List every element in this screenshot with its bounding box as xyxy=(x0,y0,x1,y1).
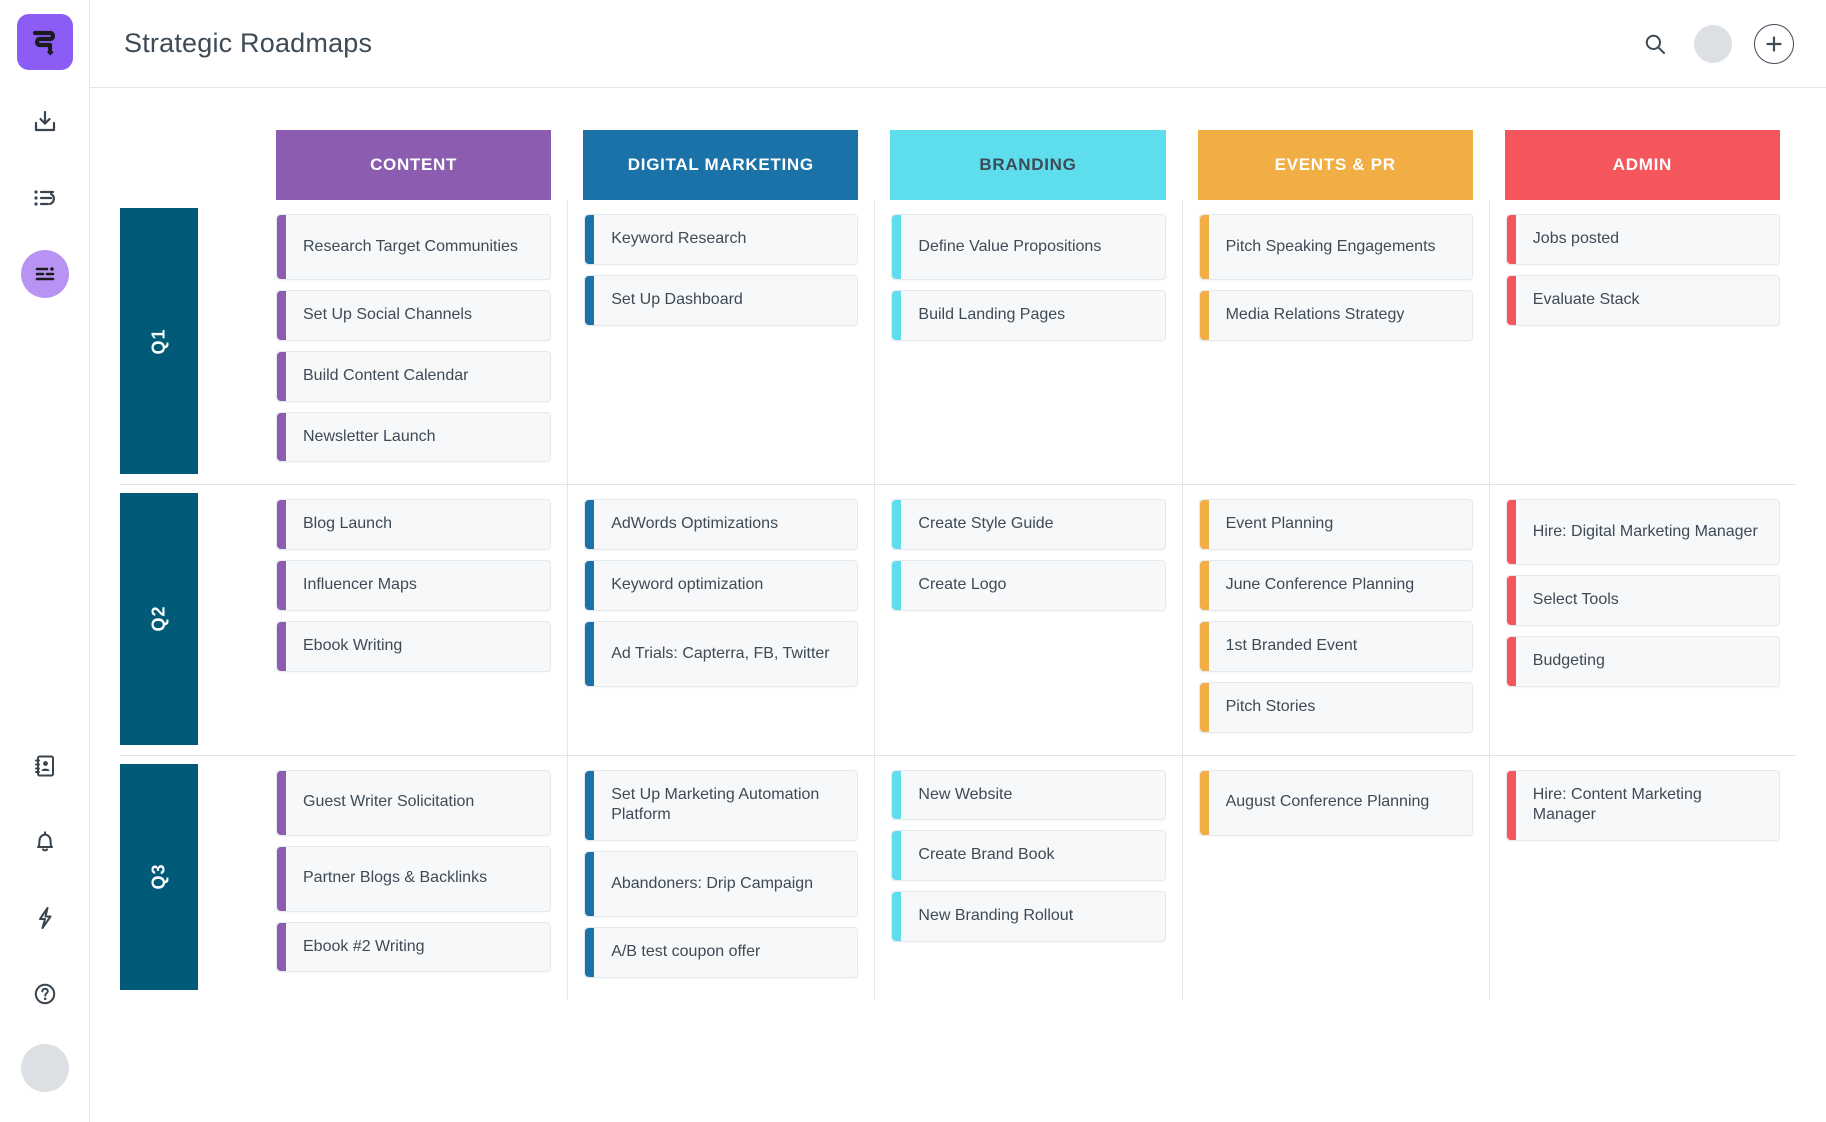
roadmap-card[interactable]: Pitch Stories xyxy=(1198,681,1473,733)
roadmap-card[interactable]: New Branding Rollout xyxy=(891,891,1166,942)
roadmap-card[interactable]: Budgeting xyxy=(1505,636,1780,687)
left-nav-rail xyxy=(0,0,90,1122)
board-cell: Hire: Content Marketing Manager xyxy=(1488,755,1796,1000)
roadmap-card[interactable]: Ebook #2 Writing xyxy=(276,921,552,973)
roadmap-card[interactable]: Set Up Social Channels xyxy=(276,290,552,341)
column-header-events-pr[interactable]: EVENTS & PR xyxy=(1197,130,1473,200)
roadmap-card[interactable]: August Conference Planning xyxy=(1198,769,1473,836)
roadmap-card[interactable]: Media Relations Strategy xyxy=(1198,290,1473,341)
column-header-branding[interactable]: BRANDING xyxy=(890,130,1166,200)
row-gutter xyxy=(242,756,260,1000)
quarter-label-cell: Q1 xyxy=(120,200,242,484)
lightning-bolt-icon[interactable] xyxy=(21,894,69,942)
main-area: Strategic Roadmaps xyxy=(90,0,1826,1122)
roadmap-card[interactable]: Create Logo xyxy=(891,560,1166,611)
roadmap-card[interactable]: Build Content Calendar xyxy=(276,350,552,402)
board-cell: August Conference Planning xyxy=(1181,755,1489,1000)
column-header-content[interactable]: CONTENT xyxy=(276,130,552,200)
roadmap-card[interactable]: A/B test coupon offer xyxy=(584,927,859,978)
quarter-label-q3: Q3 xyxy=(120,763,198,990)
search-icon[interactable] xyxy=(1638,27,1672,61)
roadmap-card[interactable]: Guest Writer Solicitation xyxy=(276,769,552,836)
roadmap-card[interactable]: Research Target Communities xyxy=(276,214,552,280)
roadmap-card[interactable]: Partner Blogs & Backlinks xyxy=(276,845,552,912)
roadmap-card[interactable]: Jobs posted xyxy=(1505,214,1780,265)
roadmap-card[interactable]: Ebook Writing xyxy=(276,620,552,672)
roadmap-card[interactable]: Keyword Research xyxy=(584,214,859,265)
roadmap-lines-icon[interactable] xyxy=(20,250,69,298)
roadmap-card[interactable]: Build Landing Pages xyxy=(891,290,1166,341)
roadmap-board: CONTENT DIGITAL MARKETING BRANDING EVENT… xyxy=(90,88,1826,1122)
row-gutter xyxy=(242,200,260,484)
add-button[interactable] xyxy=(1754,23,1794,64)
user-avatar[interactable] xyxy=(1694,24,1732,63)
roadmap-card[interactable]: Event Planning xyxy=(1198,499,1473,551)
quarter-label-q1: Q1 xyxy=(120,208,198,475)
quarter-label-text: Q2 xyxy=(148,605,169,632)
profile-avatar[interactable] xyxy=(20,1044,69,1092)
logo-glyph xyxy=(32,30,55,56)
roadmap-card[interactable]: Define Value Propositions xyxy=(891,214,1166,280)
quarter-label-cell: Q2 xyxy=(120,485,242,754)
app-logo[interactable] xyxy=(16,14,73,70)
top-bar-actions xyxy=(1638,23,1794,64)
board-corner xyxy=(120,130,260,200)
roadmap-card[interactable]: New Website xyxy=(891,769,1166,821)
quarter-label-text: Q3 xyxy=(148,863,169,890)
quarter-label-q2: Q2 xyxy=(120,493,198,745)
roadmap-card[interactable]: 1st Branded Event xyxy=(1198,620,1473,672)
roadmap-card[interactable]: Keyword optimization xyxy=(584,560,859,611)
roadmap-card[interactable]: Hire: Content Marketing Manager xyxy=(1505,769,1780,842)
row-gutter xyxy=(242,485,260,754)
plus-icon xyxy=(1766,35,1782,52)
roadmap-card[interactable]: Ad Trials: Capterra, FB, Twitter xyxy=(584,620,859,687)
roadmap-card[interactable]: Evaluate Stack xyxy=(1505,274,1780,326)
column-header-digital-marketing[interactable]: DIGITAL MARKETING xyxy=(583,130,859,200)
top-bar: Strategic Roadmaps xyxy=(90,0,1826,88)
roadmap-card[interactable]: Pitch Speaking Engagements xyxy=(1198,214,1473,280)
roadmap-card[interactable]: Blog Launch xyxy=(276,499,552,551)
page-title: Strategic Roadmaps xyxy=(124,28,373,58)
import-download-icon[interactable] xyxy=(21,98,69,146)
roadmap-card[interactable]: Create Style Guide xyxy=(891,499,1166,551)
roadmap-card[interactable]: AdWords Optimizations xyxy=(584,499,859,551)
roadmap-card[interactable]: Create Brand Book xyxy=(891,830,1166,882)
board-header-row: CONTENT DIGITAL MARKETING BRANDING EVENT… xyxy=(120,130,1796,200)
roadmap-card[interactable]: Influencer Maps xyxy=(276,560,552,611)
roadmap-card[interactable]: Set Up Dashboard xyxy=(584,274,859,326)
roadmap-card[interactable]: Set Up Marketing Automation Platform xyxy=(584,769,859,842)
roadmap-card[interactable]: Newsletter Launch xyxy=(276,411,552,463)
contacts-book-icon[interactable] xyxy=(21,742,69,790)
list-undo-icon[interactable] xyxy=(21,174,69,222)
help-question-icon[interactable] xyxy=(21,970,69,1018)
quarter-label-text: Q1 xyxy=(148,328,169,355)
roadmap-card[interactable]: Select Tools xyxy=(1505,575,1780,627)
roadmap-card[interactable]: Hire: Digital Marketing Manager xyxy=(1505,499,1780,566)
quarter-label-cell: Q3 xyxy=(120,756,242,1000)
column-header-admin[interactable]: ADMIN xyxy=(1504,130,1780,200)
bell-notification-icon[interactable] xyxy=(21,818,69,866)
roadmap-card[interactable]: June Conference Planning xyxy=(1198,560,1473,611)
roadmap-card[interactable]: Abandoners: Drip Campaign xyxy=(584,851,859,918)
